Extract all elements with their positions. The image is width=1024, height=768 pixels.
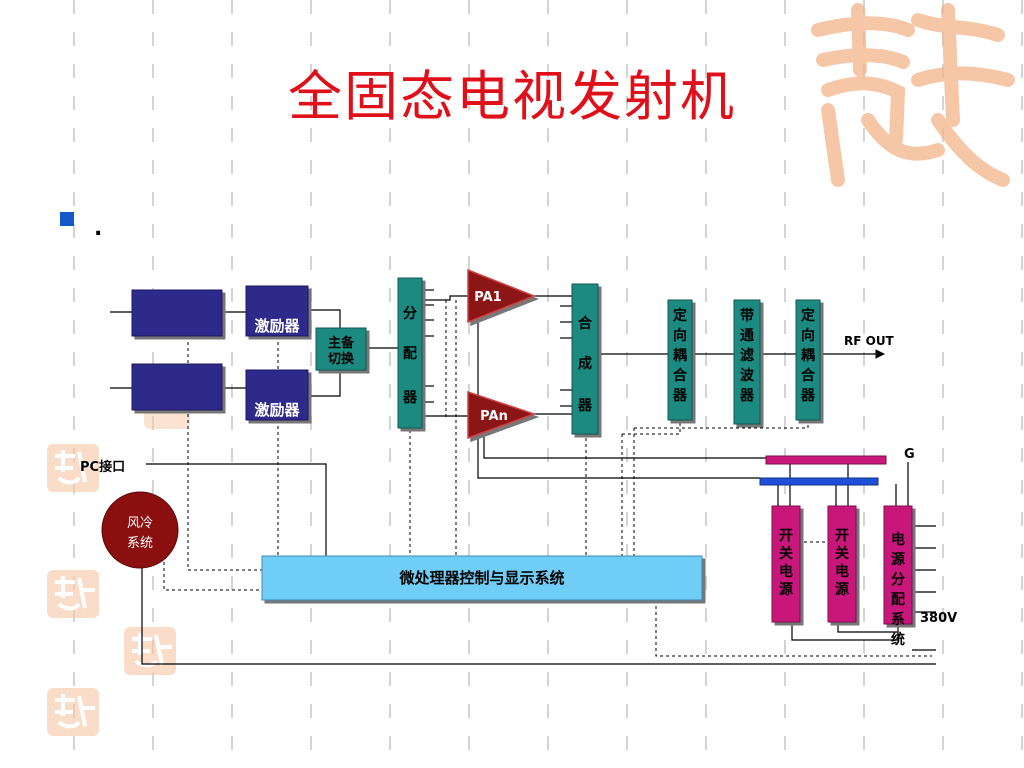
directional-coupler-2: 定 向 耦 合 器	[795, 299, 821, 421]
pdist-char-1: 电	[891, 531, 905, 548]
switch-psu-2: 开 关 电 源	[827, 505, 857, 623]
bullet-text: .	[94, 216, 103, 241]
combiner-char-1: 合	[578, 315, 593, 332]
coupler2-char-5: 器	[800, 388, 816, 404]
voltage-label: 380V	[920, 611, 957, 626]
pdist-char-4: 配	[891, 592, 905, 608]
pdist-char-2: 源	[891, 551, 905, 568]
switch-label-1: 主备	[328, 335, 355, 351]
directional-coupler-1: 定 向 耦 合 器	[667, 299, 693, 421]
cooling-label-1: 风冷	[127, 516, 153, 531]
power-bus-blue	[759, 477, 879, 486]
combiner-char-3: 器	[577, 398, 593, 414]
switch-label-2: 切换	[328, 351, 355, 367]
seal-watermark-1	[47, 444, 99, 492]
psu1-char-3: 电	[779, 563, 793, 580]
input-block-1	[131, 289, 223, 337]
power-distribution-block: 电 源 分 配 系 统	[883, 505, 913, 648]
coupler2-char-4: 合	[801, 367, 816, 384]
pa1-amplifier: PA1	[467, 268, 537, 324]
psu1-char-4: 源	[779, 581, 793, 598]
rf-out-label: RF OUT	[844, 334, 895, 348]
bullet-marker	[60, 212, 74, 226]
slide-title: 全固态电视发射机	[288, 65, 736, 128]
power-bus-magenta	[765, 455, 887, 465]
exciter-block-1: 激励器	[245, 285, 309, 337]
coupler1-char-4: 合	[673, 367, 688, 384]
switchover-block: 主备 切换	[315, 327, 367, 371]
control-lines	[163, 300, 932, 657]
coupler2-char-1: 定	[801, 307, 815, 324]
coupler2-char-2: 向	[801, 327, 815, 344]
filter-char-2: 通	[740, 328, 754, 344]
psu2-char-4: 源	[835, 581, 849, 598]
coupler1-char-5: 器	[672, 388, 688, 404]
pan-label: PAn	[480, 409, 508, 424]
coupler1-char-3: 耦	[673, 347, 687, 364]
signal-lines	[110, 289, 936, 665]
seal-watermark-3	[47, 688, 99, 736]
coupler1-char-2: 向	[673, 327, 687, 344]
pa1-label: PA1	[474, 290, 501, 305]
filter-char-4: 波	[740, 367, 755, 384]
switch-psu-1: 开 关 电 源	[771, 505, 801, 623]
bandpass-filter-block: 带 通 滤 波 器	[733, 299, 761, 425]
cooling-label-2: 系统	[127, 536, 153, 551]
exciter-label-1: 激励器	[254, 317, 300, 335]
combiner-block: 合 成 器	[571, 283, 599, 435]
pdist-char-6: 统	[891, 631, 905, 648]
combiner-char-2: 成	[578, 355, 592, 372]
splitter-char-1: 分	[403, 306, 417, 322]
pc-interface-label: PC接口	[80, 459, 125, 475]
splitter-block: 分 配 器	[397, 277, 423, 429]
pdist-char-5: 系	[891, 611, 905, 628]
coupler1-char-1: 定	[673, 307, 687, 324]
g-label: G	[904, 447, 915, 462]
psu1-char-1: 开	[779, 528, 793, 544]
pan-amplifier: PAn	[467, 390, 537, 440]
filter-char-5: 器	[739, 388, 755, 404]
splitter-char-2: 配	[403, 346, 417, 362]
input-block-2	[131, 363, 223, 411]
seal-watermark-2	[47, 570, 99, 618]
psu2-char-1: 开	[835, 528, 849, 544]
seal-watermark-4	[124, 627, 176, 675]
exciter-block-2: 激励器	[245, 369, 309, 421]
control-display-label: 微处理器控制与显示系统	[398, 569, 564, 587]
filter-char-3: 滤	[740, 347, 754, 364]
pdist-char-3: 分	[891, 572, 905, 588]
psu2-char-3: 电	[835, 563, 849, 580]
control-display-system-block: 微处理器控制与显示系统	[261, 555, 703, 601]
seal-watermark-large	[811, 3, 1015, 187]
filter-char-1: 带	[740, 308, 754, 324]
coupler2-char-3: 耦	[801, 347, 815, 364]
splitter-char-3: 器	[402, 390, 418, 406]
psu2-char-2: 关	[835, 545, 849, 562]
exciter-label-2: 激励器	[254, 401, 300, 419]
cooling-system-block: 风冷 系统	[101, 491, 179, 569]
psu1-char-2: 关	[779, 545, 793, 562]
